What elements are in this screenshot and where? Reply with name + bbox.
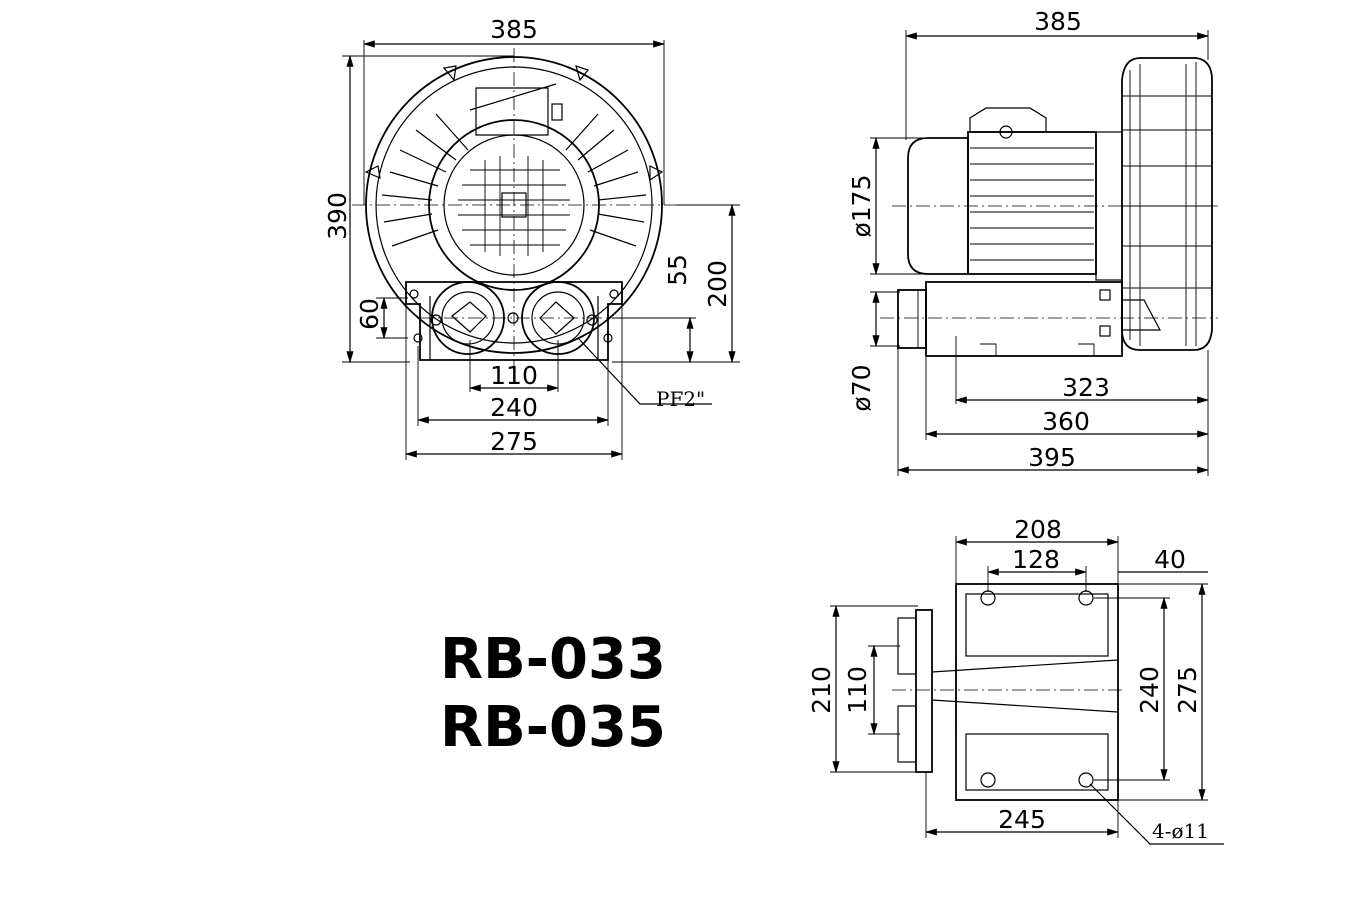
overall-length-dimension: 395 (1028, 443, 1076, 472)
terminal-box-nut (551, 103, 563, 121)
model-title-2: RB-035 (440, 695, 666, 760)
port-diameter-dimension: ø70 (847, 364, 876, 411)
mounting-tabs (364, 65, 664, 182)
front-view: 385 390 60 55 200 110 240 275 PF2" (323, 15, 740, 460)
side-depth-dimension: 385 (1034, 7, 1082, 36)
base-bolts-dimension: 240 (490, 393, 538, 422)
side-terminal-box (969, 107, 1047, 133)
mount-hole (1078, 590, 1094, 606)
bolt-span-dimension: 323 (1062, 373, 1110, 402)
cooling-fins (381, 113, 647, 247)
mount-hole (980, 772, 996, 788)
base-length-dimension: 245 (998, 805, 1046, 834)
side-port (897, 289, 927, 349)
bolt-spacing-dimension: 128 (1012, 545, 1060, 574)
outer-width-dimension: 210 (807, 666, 836, 714)
base-port-flange (915, 609, 933, 773)
port-thread-label: PF2" (656, 387, 705, 411)
motor-diameter-dimension: ø175 (847, 174, 876, 237)
base-view: 208 128 40 210 110 240 275 245 4-ø11 (807, 515, 1224, 845)
body-length-dimension: 360 (1042, 407, 1090, 436)
port-centers-dimension: 110 (490, 361, 538, 390)
front-width-dimension: 385 (490, 15, 538, 44)
side-base (925, 281, 1123, 357)
motor-body (967, 131, 1097, 275)
mount-hole (980, 590, 996, 606)
base-plate (955, 583, 1119, 801)
side-view: 385 ø175 ø70 323 360 395 (847, 7, 1218, 476)
terminal-box (469, 83, 557, 136)
port-height-dimension: 60 (355, 298, 384, 330)
port-spacing-dimension: 110 (843, 666, 872, 714)
axis-to-port-dimension: 55 (663, 254, 692, 286)
model-title-1: RB-033 (440, 627, 666, 692)
blower-housing (1121, 57, 1213, 351)
offset-dimension: 40 (1154, 545, 1186, 574)
base-width-dimension: 275 (490, 427, 538, 456)
axis-height-dimension: 200 (703, 260, 732, 308)
holes-label: 4-ø11 (1152, 819, 1209, 843)
bolt-width-dimension: 240 (1135, 666, 1164, 714)
base-width-side-dimension: 275 (1173, 666, 1202, 714)
bolt-depth-dimension: 208 (1014, 515, 1062, 544)
front-height-dimension: 390 (323, 192, 352, 240)
mount-hole (1078, 772, 1094, 788)
